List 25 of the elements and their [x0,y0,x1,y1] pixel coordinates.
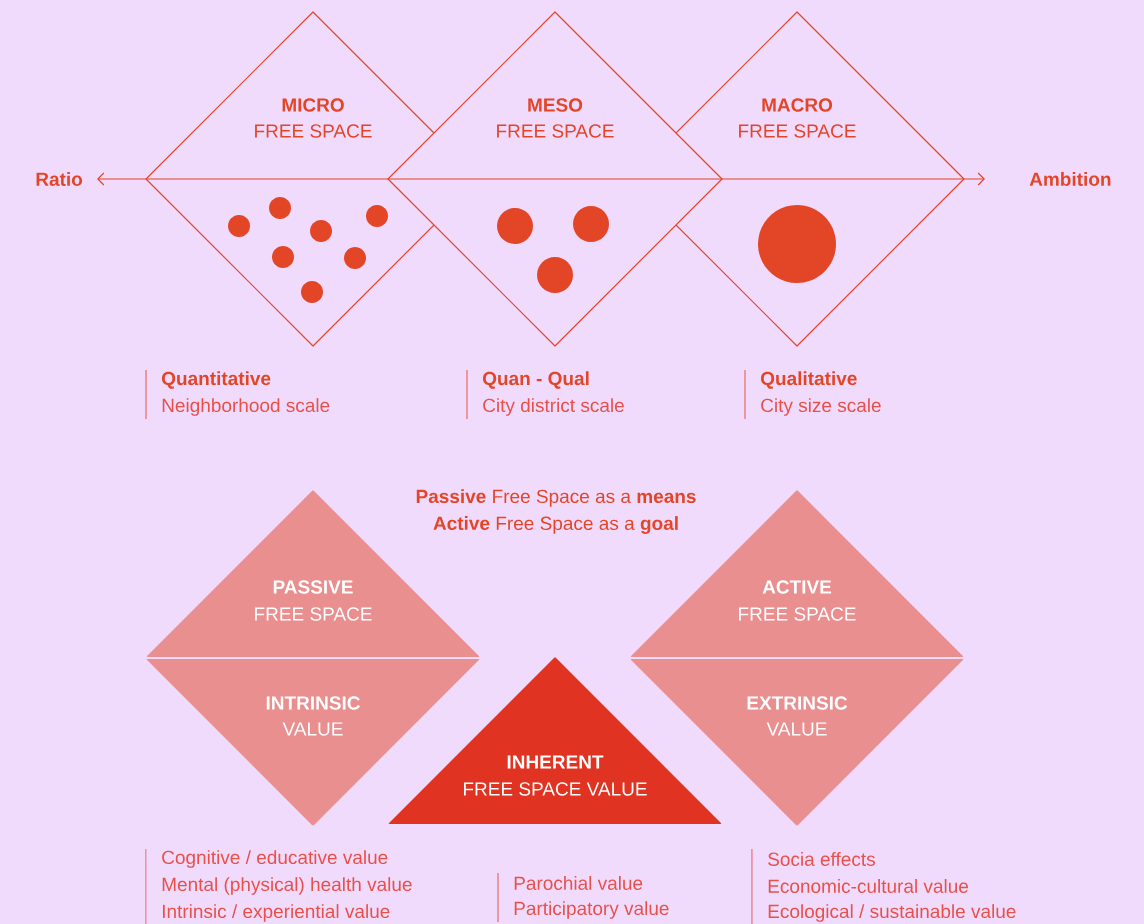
scale-heading: Quan - Qual [483,371,589,389]
axis-label: Ratio [36,172,83,186]
scale-heading: Qualitative [761,371,857,389]
value-text: Ecological / sustainable value [768,904,1016,922]
node-label: FREE SPACE [739,607,856,621]
scale-heading: Quantitative [162,371,271,389]
value-text: City district scale [483,398,624,416]
axis-label: Ambition [1029,172,1111,186]
node-label: EXTRINSIC [747,696,848,710]
node-label: VALUE [766,722,827,736]
value-text: Cognitive / educative value [162,850,388,868]
value-text: Intrinsic / experiential value [162,904,390,922]
value-text: Neighborhood scale [162,398,330,416]
triangle: INHERENT FREE SPACE VALUE [388,657,722,824]
node-label: ACTIVE [762,580,832,594]
node-label: PASSIVE [273,580,353,594]
value-text: Participatory value [514,901,669,919]
value-text: Economic-cultural value [768,879,968,893]
value-text: Socia effects [768,852,875,866]
node-label: FREE SPACE [255,607,372,621]
value-text: Mental (physical) health value [162,877,412,895]
node-label: INTRINSIC [266,696,360,710]
node-label: VALUE [282,722,343,736]
value-text: City size scale [761,398,881,416]
value-text: Parochial value [514,876,643,890]
